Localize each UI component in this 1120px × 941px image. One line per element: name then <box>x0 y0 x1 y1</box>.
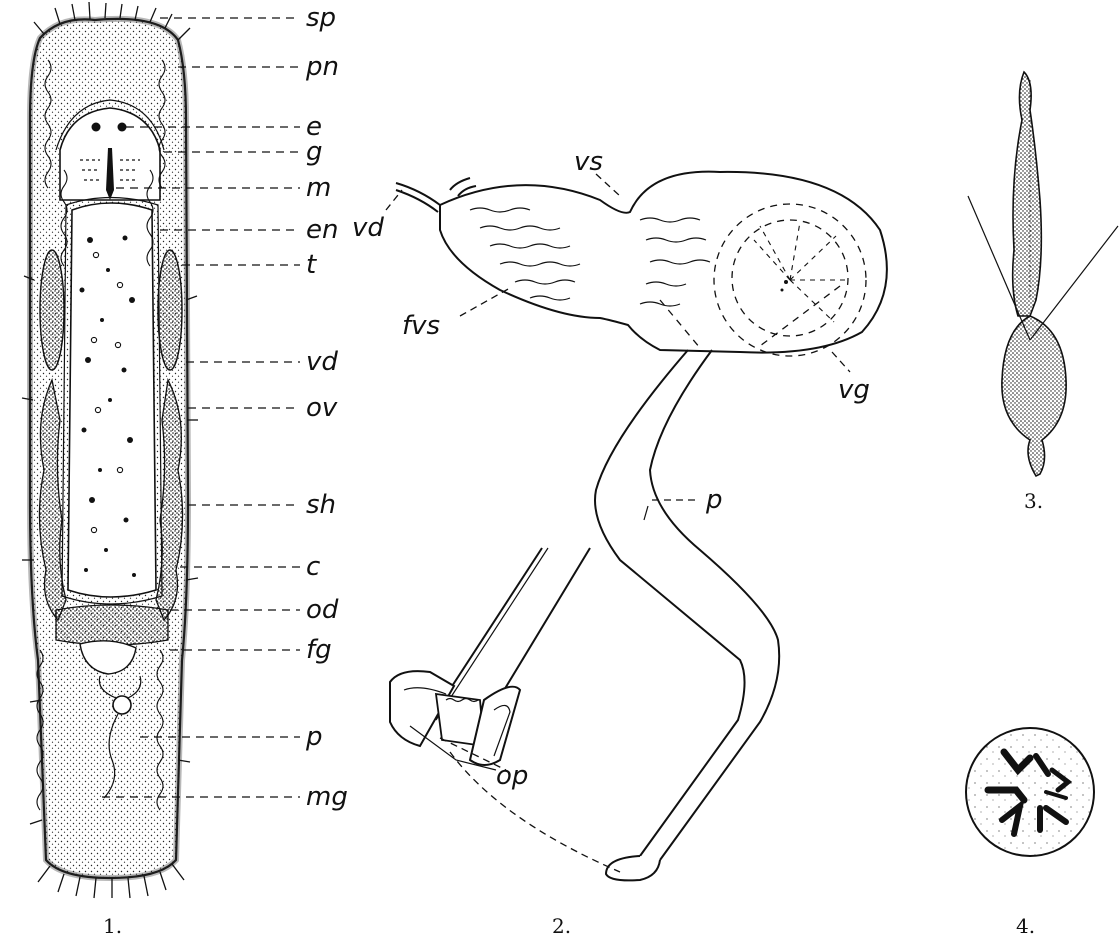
testis-left <box>40 250 64 370</box>
figure-3-number: 3. <box>1024 489 1043 513</box>
fig1-label-fg: fg <box>306 635 332 665</box>
eye-right <box>118 123 127 132</box>
fig1-label-en: en <box>306 215 338 245</box>
fig2-label-fvs: fvs <box>402 311 440 341</box>
fig2-label-p: p <box>705 485 723 515</box>
figure-4-number: 4. <box>1016 914 1035 938</box>
figure-3-spermatozoon: 3. <box>968 72 1118 513</box>
oviduct <box>56 605 168 645</box>
fig2-label-vg: vg <box>838 375 870 405</box>
guide-line-right <box>1030 226 1118 340</box>
fig1-label-pn: pn <box>305 52 339 82</box>
fig1-label-vd: vd <box>306 347 338 377</box>
fig2-label-vd: vd <box>352 213 384 243</box>
sperm-lower-body <box>1002 316 1066 476</box>
fig1-label-sh: sh <box>306 490 336 520</box>
penis-bulb <box>113 696 131 714</box>
fig1-label-t: t <box>306 250 317 280</box>
figure-1-number: 1. <box>103 914 122 938</box>
figure-2-copulatory-organ: vd vs fvs vg p op 2. <box>352 147 887 938</box>
fig1-label-g: g <box>306 137 323 167</box>
fig1-label-mg: mg <box>306 782 348 812</box>
fig1-label-ov: ov <box>306 393 338 423</box>
fig1-label-od: od <box>306 595 339 625</box>
fig1-label-c: c <box>306 552 320 582</box>
eye-left <box>92 123 101 132</box>
fig2-label-vs: vs <box>574 147 603 177</box>
fig2-label-op: op <box>496 761 528 791</box>
testis-right <box>158 250 182 370</box>
penis-stylet <box>595 350 745 856</box>
fig1-label-m: m <box>306 173 331 203</box>
figure-2-number: 2. <box>552 914 571 938</box>
sperm-upper-body <box>1013 72 1042 316</box>
fig1-label-p: p <box>305 722 323 752</box>
figure-1-flatworm: sp pn e g m en t vd ov sh c od fg p mg 1… <box>22 2 348 938</box>
vas-deferens <box>396 183 440 205</box>
figure-4-chromosomes: 4. <box>966 728 1094 938</box>
fig1-label-sp: sp <box>306 3 336 33</box>
